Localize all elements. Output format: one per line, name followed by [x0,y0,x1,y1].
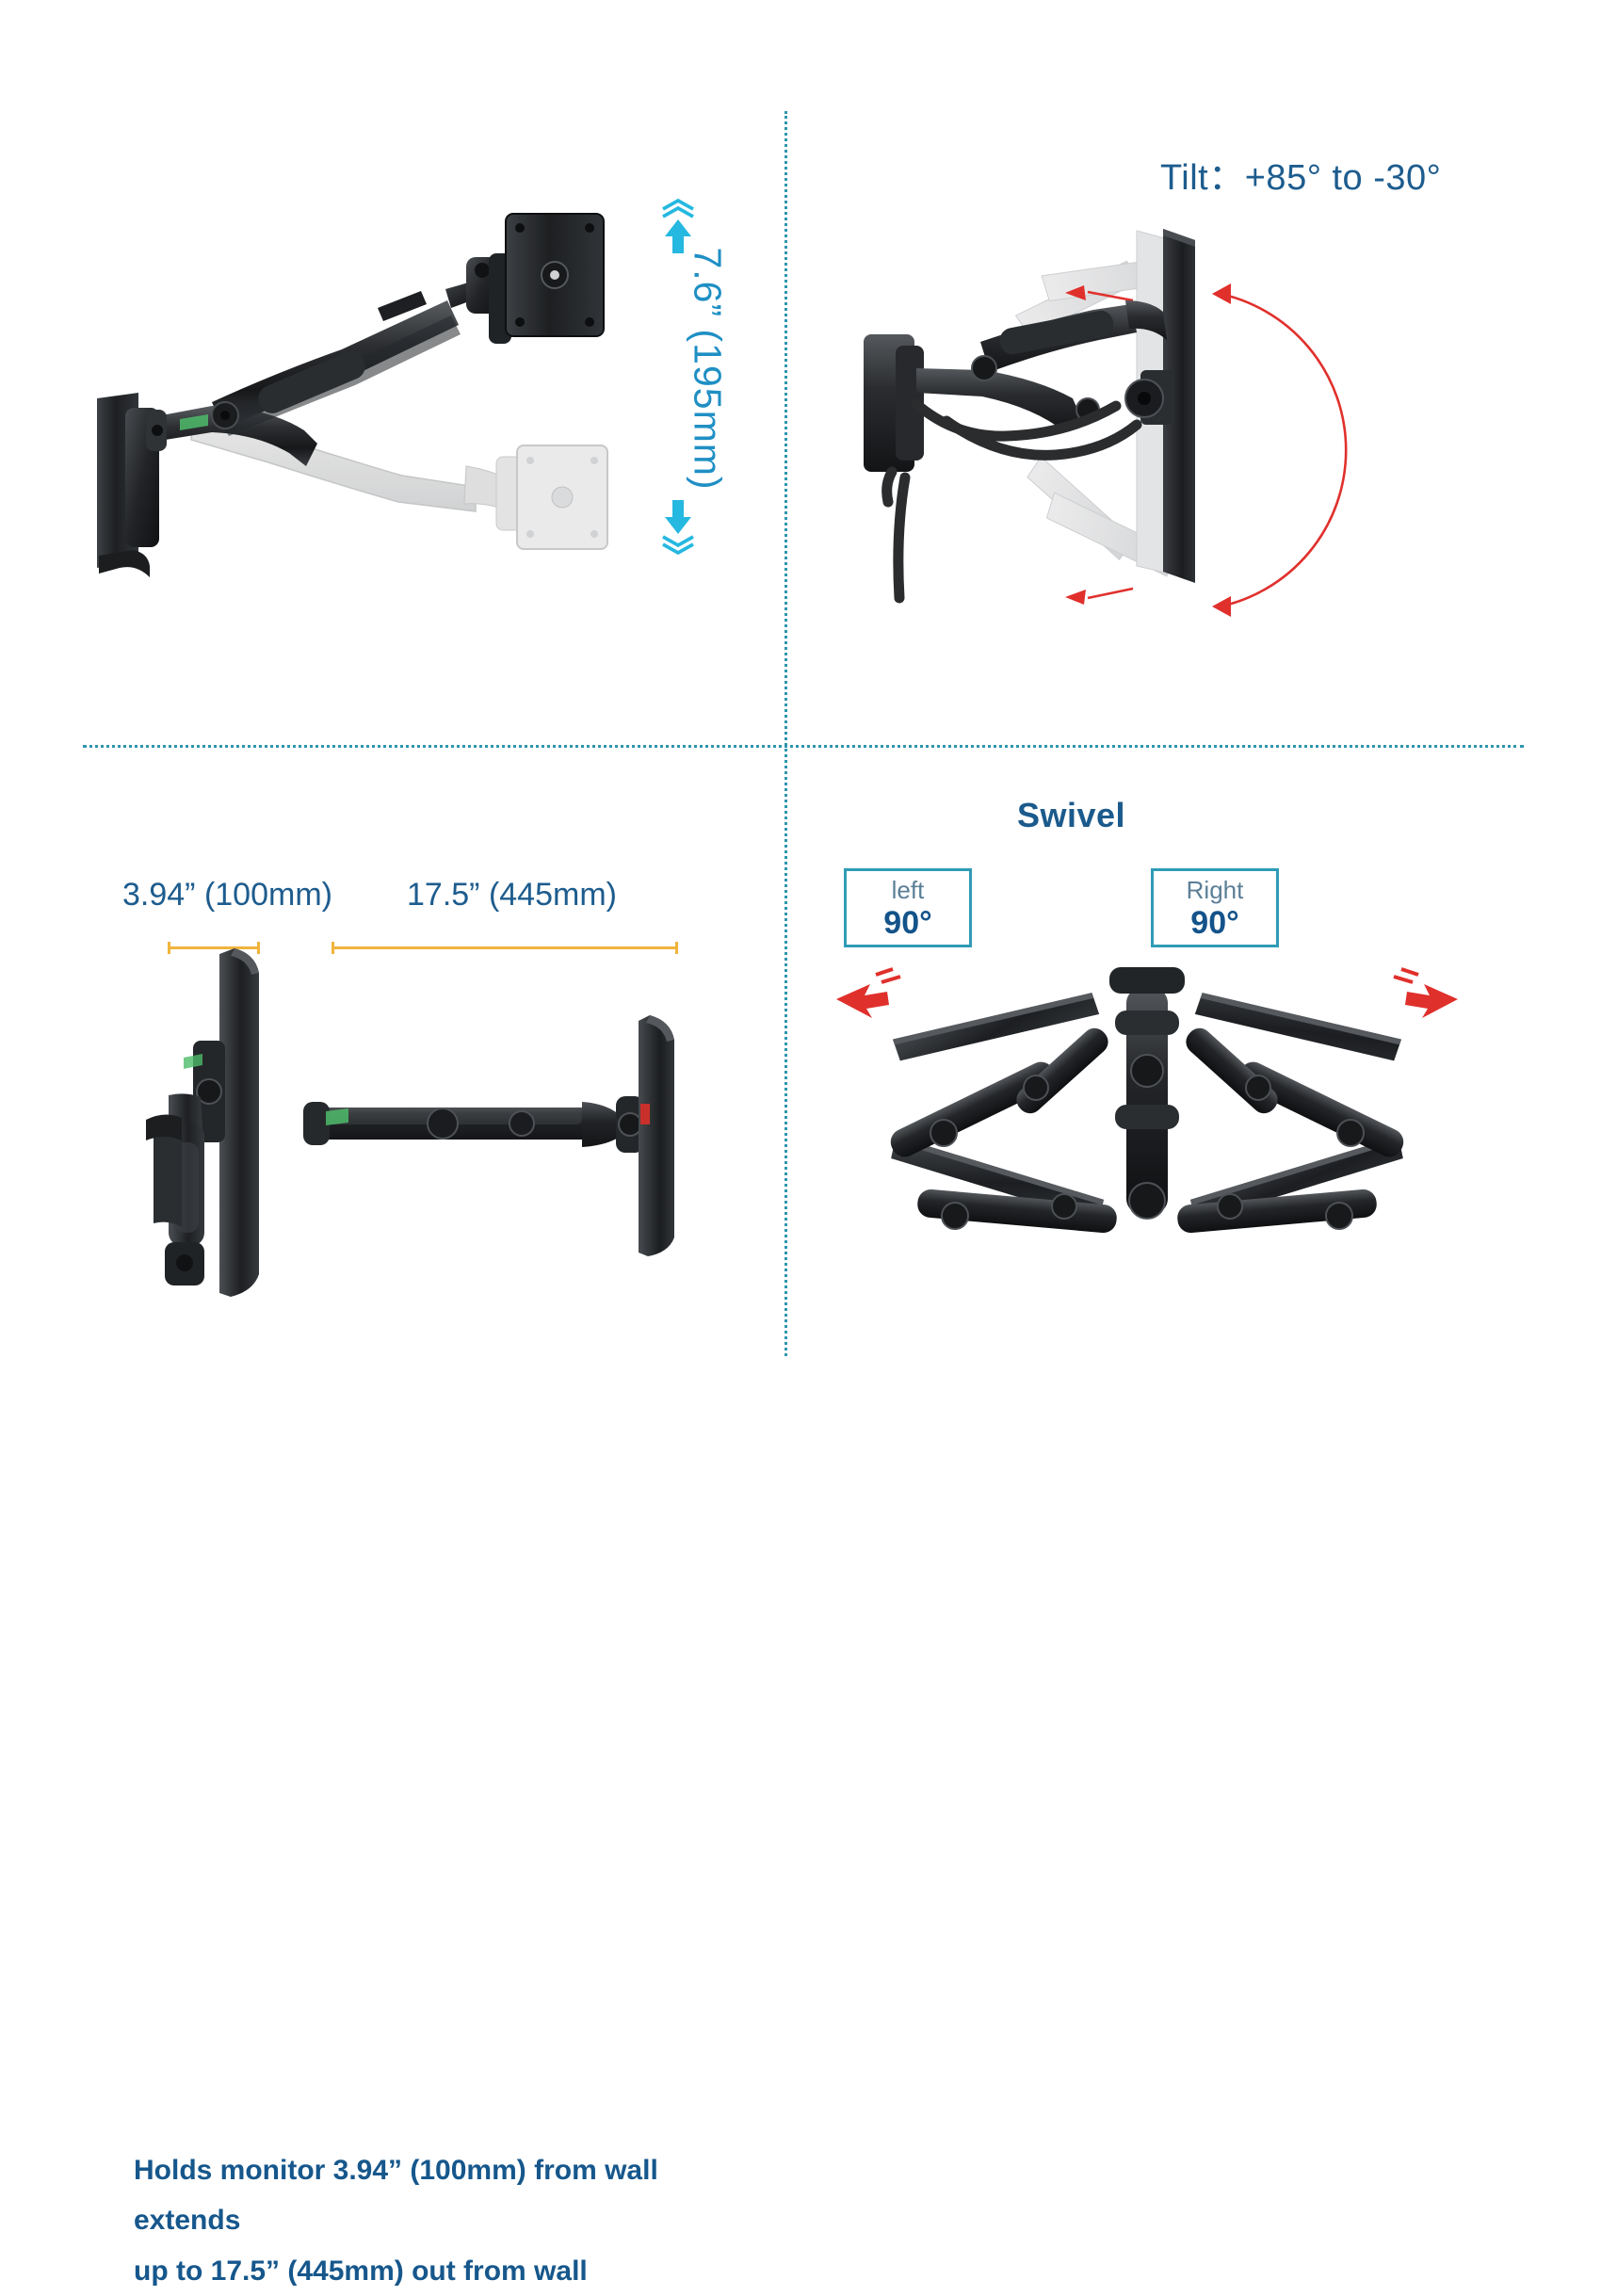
height-value-label: 7.6” (195mm) [686,247,730,491]
horizontal-divider [83,745,1524,748]
height-dimension: 7.6” (195mm) [650,198,730,556]
extension-caption: Holds monitor 3.94” (100mm) from wall ex… [134,2145,718,2296]
tilt-arc [1065,283,1348,617]
swivel-top-view-illustration [836,967,1458,1234]
panel-extension: 3.94” (100mm) 17.5” (445mm) [0,745,784,2287]
vesa-plate-raised [489,213,605,344]
center-pivot [1109,967,1185,1220]
swivel-arrow-right-icon [1393,967,1458,1018]
chevron-up-icon [662,198,694,253]
swivel-right-badge: Right 90° [1151,868,1279,947]
vertical-divider [784,111,787,1356]
swivel-left-side-label: left [891,875,925,904]
swivel-left-badge: left 90° [844,868,972,947]
tilt-range-label: Tilt：+85° to -30° [1160,158,1442,198]
caption-line-1: Holds monitor 3.94” (100mm) from wall ex… [134,2155,658,2237]
arm-up-right [1186,1027,1404,1157]
screen-upper-right [1194,993,1402,1061]
top-view-retracted-illustration [146,948,259,1297]
tilt-arm [916,300,1167,432]
screen-upper-left [892,993,1100,1061]
monitor-arm-tilt-illustration [864,229,1348,617]
gas-spring-boom [211,300,461,436]
swivel-left-degrees: 90° [883,904,932,941]
arm-up-left [890,1027,1108,1157]
extension-dimension-label: 17.5” (445mm) [407,877,617,913]
depth-dimension-line [168,942,260,954]
swivel-right-degrees: 90° [1190,904,1239,941]
cable-routing [893,398,1142,604]
panel-swivel: Swivel left 90° Right 90° [784,745,1601,1601]
swivel-arrow-left-icon [836,967,901,1018]
monitor-arm-height-illustration [97,213,608,577]
arm-lower-left [917,1188,1117,1234]
caption-line-2: up to 17.5” (445mm) out from wall [134,2255,588,2287]
cable-clip [378,291,427,321]
chevron-down-icon [662,500,694,556]
arm-lower-right [1177,1188,1377,1234]
swivel-title: Swivel [1017,796,1126,834]
lower-arm [146,406,317,466]
panel-tilt: Tilt：+85° to -30° [784,0,1601,745]
top-view-extended-illustration [303,1015,674,1256]
swivel-right-side-label: Right [1186,875,1244,904]
extension-dimension-line [332,942,678,954]
depth-dimension-label: 3.94” (100mm) [122,877,332,913]
panel-height-adjustment: 7.6” (195mm) [0,0,784,745]
